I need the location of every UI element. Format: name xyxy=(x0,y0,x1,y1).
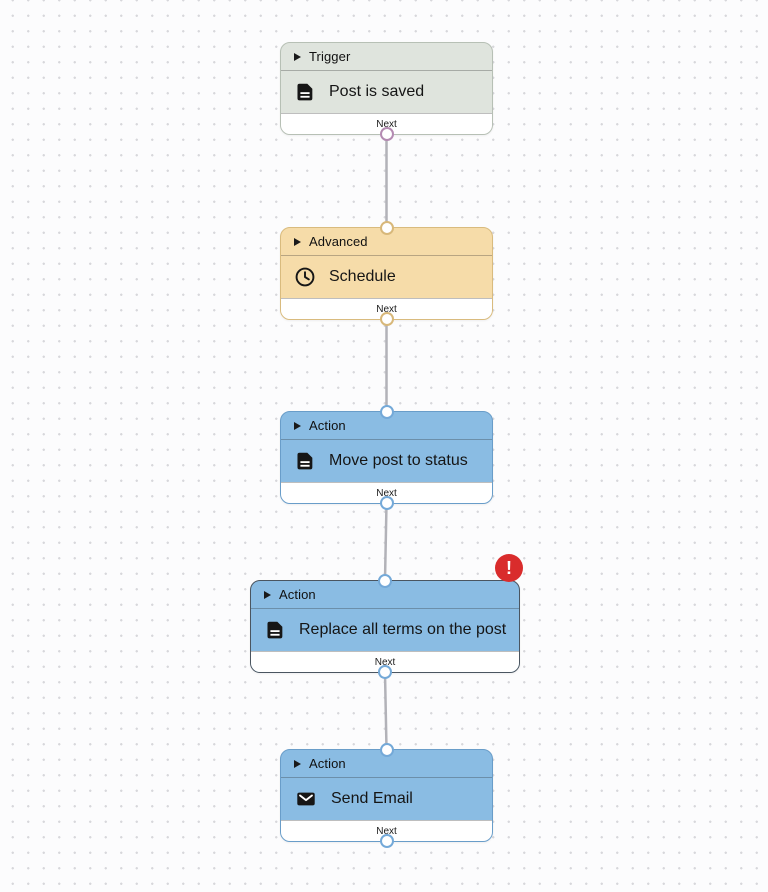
workflow-node-trigger-post-is-saved[interactable]: Trigger Pos xyxy=(280,42,493,141)
node-category-label: Action xyxy=(309,756,346,771)
node-header[interactable]: Action xyxy=(281,412,492,440)
next-port-label: Next xyxy=(376,118,397,130)
next-port-label: Next xyxy=(376,303,397,315)
node-body: Post is saved xyxy=(281,71,492,113)
error-badge[interactable]: ! xyxy=(495,554,523,582)
workflow-node-action-replace-all-terms-on-the-post[interactable]: Action Repl xyxy=(250,554,523,679)
node-category-label: Action xyxy=(309,418,346,433)
next-port-label: Next xyxy=(374,656,396,668)
input-port[interactable] xyxy=(378,574,392,588)
node-category-label: Trigger xyxy=(309,49,351,64)
output-port[interactable] xyxy=(379,496,394,510)
document-icon xyxy=(294,450,316,472)
clock-icon xyxy=(294,266,316,288)
document-icon xyxy=(264,619,286,641)
node-title: Replace all terms on the post xyxy=(299,621,507,638)
workflow-node-action-move-post-to-status[interactable]: Action Move xyxy=(280,405,493,510)
edge-action-replace-all-terms-on-the-post-to-action-send-email xyxy=(383,671,388,751)
node-header[interactable]: Action xyxy=(251,581,519,609)
node-footer: Next xyxy=(281,113,492,134)
node-header[interactable]: Action xyxy=(281,750,492,778)
node-footer: Next xyxy=(281,820,492,841)
input-port[interactable] xyxy=(379,405,394,419)
output-port[interactable] xyxy=(379,312,394,326)
node-body: Replace all terms on the post xyxy=(251,609,519,651)
collapse-triangle-icon[interactable] xyxy=(294,421,301,430)
node-category-label: Action xyxy=(279,587,316,602)
node-title: Move post to status xyxy=(329,452,468,469)
node-header[interactable]: Advanced xyxy=(281,228,492,256)
node-footer: Next xyxy=(251,651,519,672)
input-port[interactable] xyxy=(379,221,394,235)
workflow-node-action-send-email[interactable]: Action Send xyxy=(280,743,493,848)
output-port[interactable] xyxy=(379,127,394,141)
next-port-label: Next xyxy=(376,825,397,837)
input-port[interactable] xyxy=(379,743,394,757)
output-port[interactable] xyxy=(378,665,392,679)
node-body: Move post to status xyxy=(281,440,492,482)
next-port-label: Next xyxy=(376,487,397,499)
edge-action-move-post-to-status-to-action-replace-all-terms-on-the-post xyxy=(383,502,388,582)
mail-icon xyxy=(294,788,318,810)
node-footer: Next xyxy=(281,482,492,503)
collapse-triangle-icon[interactable] xyxy=(294,759,301,768)
document-icon xyxy=(294,81,316,103)
node-body: Schedule xyxy=(281,256,492,298)
node-body: Send Email xyxy=(281,778,492,820)
collapse-triangle-icon[interactable] xyxy=(294,52,301,61)
workflow-node-advanced-schedule[interactable]: Advanced Sc xyxy=(280,221,493,326)
node-header[interactable]: Trigger xyxy=(281,43,492,71)
node-title: Schedule xyxy=(329,268,396,285)
node-category-label: Advanced xyxy=(309,234,368,249)
node-title: Send Email xyxy=(331,790,413,807)
node-title: Post is saved xyxy=(329,83,425,100)
output-port[interactable] xyxy=(379,834,394,848)
collapse-triangle-icon[interactable] xyxy=(294,237,301,246)
node-footer: Next xyxy=(281,298,492,319)
collapse-triangle-icon[interactable] xyxy=(264,590,271,599)
